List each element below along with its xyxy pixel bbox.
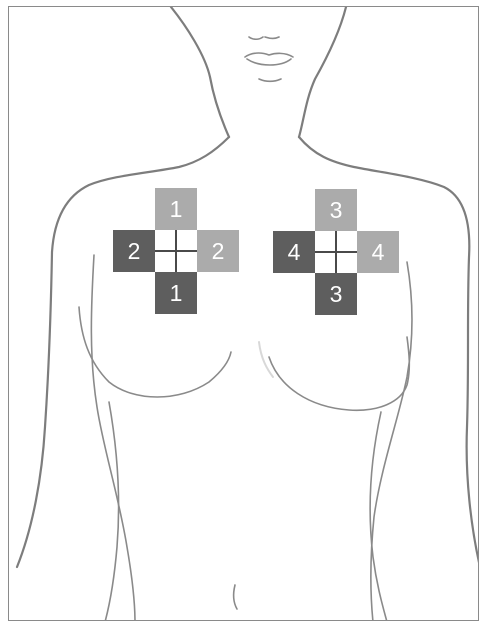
right-cluster-top-label: 3 [330,199,343,222]
right-chest-faint-line [259,342,273,377]
right-inner-arm-line [371,262,412,621]
right-cluster-bottom-cell: 3 [315,273,357,315]
right-torso-line [370,412,387,621]
right-cluster-right-label: 4 [372,241,385,264]
right-cluster-top-cell: 3 [315,189,357,231]
right-cluster-left-label: 4 [288,241,301,264]
left-cluster-right-label: 2 [212,240,225,263]
right-cluster-bottom-label: 3 [330,283,343,306]
neck-right-line [299,7,346,137]
left-cluster-top-label: 1 [170,198,183,221]
figure-frame: 1 2 2 1 3 4 4 3 [8,6,479,621]
left-cluster-center-crosshair [155,230,197,272]
left-torso-line [105,402,119,621]
left-cluster-top-cell: 1 [155,188,197,230]
torso-outline-drawing [9,7,479,621]
navel-line [234,585,237,609]
right-chest-contour [269,337,409,410]
right-cluster-center-crosshair [315,231,357,273]
left-chest-contour [79,307,231,397]
right-cluster-right-cell: 4 [357,231,399,273]
left-cluster-bottom-label: 1 [170,282,183,305]
lips-lower-line [247,59,291,65]
right-cluster-left-cell: 4 [273,231,315,273]
nose-line [249,37,279,39]
neck-left-line [171,7,229,137]
left-inner-arm-line [91,255,135,621]
chin-line [259,79,281,81]
left-cluster-left-cell: 2 [113,230,155,272]
lips-upper-line [245,53,293,57]
left-shoulder-line [17,137,229,567]
left-cluster-left-label: 2 [128,240,141,263]
left-cluster-bottom-cell: 1 [155,272,197,314]
left-cluster-right-cell: 2 [197,230,239,272]
